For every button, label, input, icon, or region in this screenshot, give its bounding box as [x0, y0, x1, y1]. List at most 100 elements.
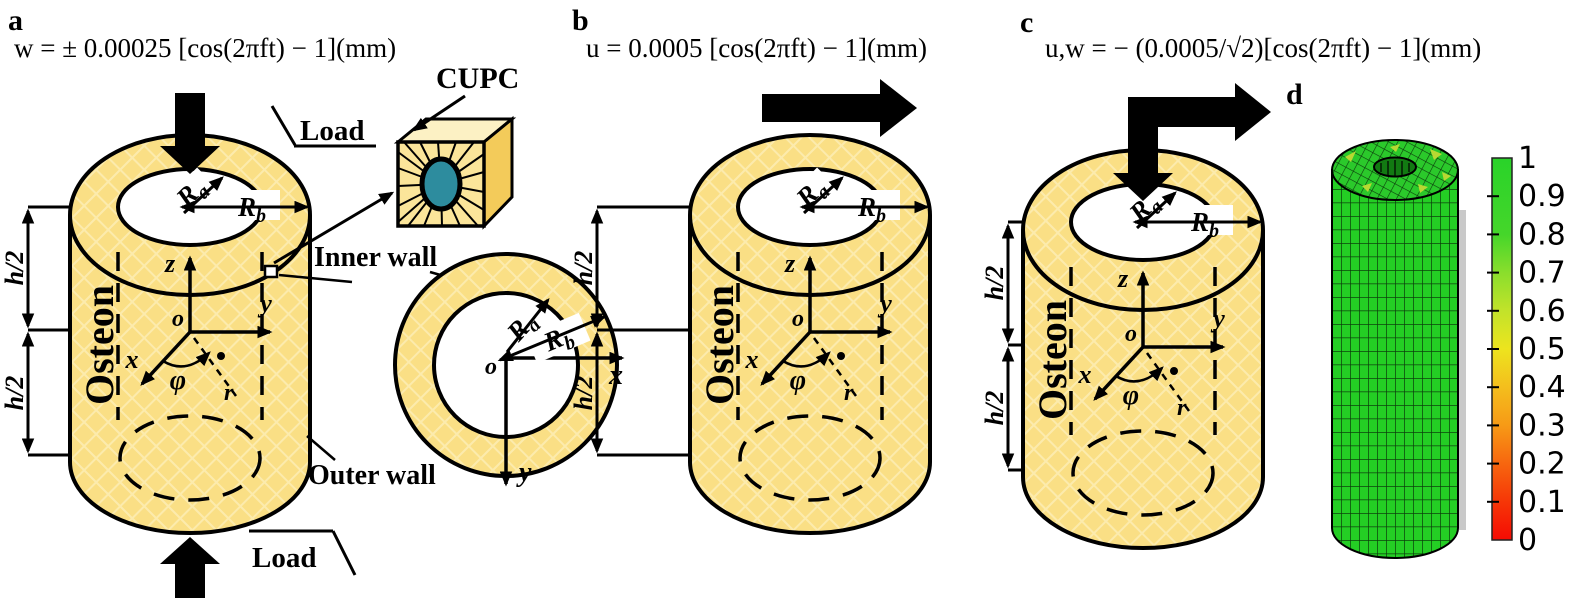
x-axis-label: x [745, 345, 759, 374]
colorbar-tick-label: 0.1 [1518, 485, 1566, 520]
osteon-label: Osteon [77, 285, 122, 405]
cupc-label: CUPC [436, 62, 519, 95]
combined-load-arrow [1113, 83, 1271, 201]
hidden-bottom-ellipse [1071, 429, 1215, 517]
x-axis-label: x [125, 345, 139, 374]
colorbar: 10.90.80.70.60.50.40.30.20.10 [1487, 141, 1566, 558]
combined-arrow-horizontal-shaft [1128, 97, 1235, 127]
panel-c-letter: c [1020, 6, 1033, 39]
panel-a-equation: w = ± 0.00025 [cos(2πft) − 1](mm) [14, 33, 396, 63]
load-top-leader [270, 105, 297, 146]
cupc-inset-cube [393, 115, 517, 230]
panel-b-equation: u = 0.0005 [cos(2πft) − 1](mm) [586, 33, 927, 63]
colorbar-tick-label: 0.4 [1518, 370, 1566, 405]
x-axis [1093, 345, 1145, 401]
mesh-quality-fleck [1390, 144, 1400, 152]
y-axis-label: y [257, 289, 272, 318]
half-height-label-upper: h/2 [0, 251, 29, 286]
radial-label: r [224, 380, 234, 406]
colorbar-tick-label: 0.8 [1518, 217, 1566, 252]
half-height-label-upper: h/2 [569, 251, 598, 286]
y-axis-label: y [1210, 304, 1225, 333]
z-axis-label: z [1117, 264, 1129, 293]
phi-angle-arc [1115, 366, 1164, 383]
osteon-cylinder-outline [1021, 230, 1265, 550]
origin-label: o [1125, 321, 1137, 347]
origin-label: o [792, 306, 804, 332]
shear-arrow-head [880, 79, 917, 137]
material-point-dot [217, 352, 225, 360]
phi-angle-arc [782, 351, 831, 368]
load-bottom-leader [331, 530, 357, 576]
half-height-label-lower: h/2 [569, 376, 598, 411]
osteon-cylinder-body [1023, 230, 1263, 548]
mesh-quality-fleck [1362, 183, 1372, 192]
inner-wall-leader-left [278, 273, 353, 284]
panel-d-letter: d [1286, 78, 1303, 111]
hidden-bottom-ellipse [738, 414, 882, 502]
sample-to-cube-arrow [273, 191, 395, 265]
load-arrow-down-head [160, 146, 220, 174]
panel-a-letter: a [8, 4, 23, 37]
cross-section-origin-label: o [485, 354, 497, 380]
colorbar-tick-label: 0 [1518, 523, 1537, 558]
panel-c-equation: u,w = − (0.0005/√2)[cos(2πft) − 1](mm) [1045, 33, 1481, 63]
material-point-dot [1170, 367, 1178, 375]
inner-wall-label: Inner wall [314, 242, 437, 273]
rb-label: Rb [857, 192, 886, 227]
half-height-label-lower: h/2 [0, 376, 29, 411]
cupc-leader-arrow [411, 94, 466, 132]
ra-label-backing [784, 167, 836, 219]
cupc-canal-ellipse [419, 156, 463, 212]
phi-label: φ [790, 365, 806, 396]
colorbar-tick-label: 0.2 [1518, 447, 1566, 482]
load-bottom-label: Load [252, 542, 316, 574]
radius-subscript: b [876, 205, 886, 227]
colorbar-tick-label: 0.6 [1518, 294, 1566, 329]
hidden-bottom-ellipse [118, 414, 262, 502]
cross-section-y-label: y [516, 457, 532, 488]
osteon-label: Osteon [1030, 300, 1075, 420]
colorbar-tick-label: 1 [1518, 141, 1537, 176]
osteon-label: Osteon [697, 285, 742, 405]
colorbar-tick-label: 0.7 [1518, 256, 1566, 291]
ra-label-backing [164, 167, 216, 219]
osteon-cylinder-outline [68, 215, 312, 535]
outer-wall-leader-left [306, 435, 336, 461]
rb-label: Rb [1190, 207, 1219, 242]
z-axis-label: z [784, 249, 796, 278]
radius-subscript: b [1209, 220, 1219, 242]
load-arrow-up-shaft [175, 562, 205, 598]
colorbar-tick-label: 0.9 [1518, 179, 1566, 214]
x-axis-label: x [1078, 360, 1092, 389]
radius-subscript: b [256, 205, 266, 227]
load-arrow-down-shaft [175, 93, 205, 148]
material-point-dot [837, 352, 845, 360]
x-axis [140, 330, 192, 386]
shear-arrow-shaft [762, 94, 880, 122]
panel-b-letter: b [572, 4, 589, 37]
load-top-label: Load [300, 115, 364, 147]
panel-d: d [1286, 78, 1466, 559]
radius-base: R [1190, 207, 1209, 237]
mesh-cylinder-body [1331, 169, 1459, 559]
radius-base: R [237, 192, 256, 222]
ra-label-backing [1117, 182, 1169, 234]
colorbar-tick-label: 0.3 [1518, 408, 1566, 443]
mesh-quality-fleck [1442, 172, 1451, 181]
load-arrow-up-head [160, 537, 220, 564]
half-height-label-upper: h/2 [980, 266, 1009, 301]
cross-section-x-label: x [608, 360, 623, 391]
radius-base: R [857, 192, 876, 222]
half-height-label-lower: h/2 [980, 391, 1009, 426]
mesh-quality-fleck [1345, 151, 1356, 162]
y-axis-label: y [877, 289, 892, 318]
osteon-cylinder-body [690, 215, 930, 533]
rb-label: Rb [237, 192, 266, 227]
